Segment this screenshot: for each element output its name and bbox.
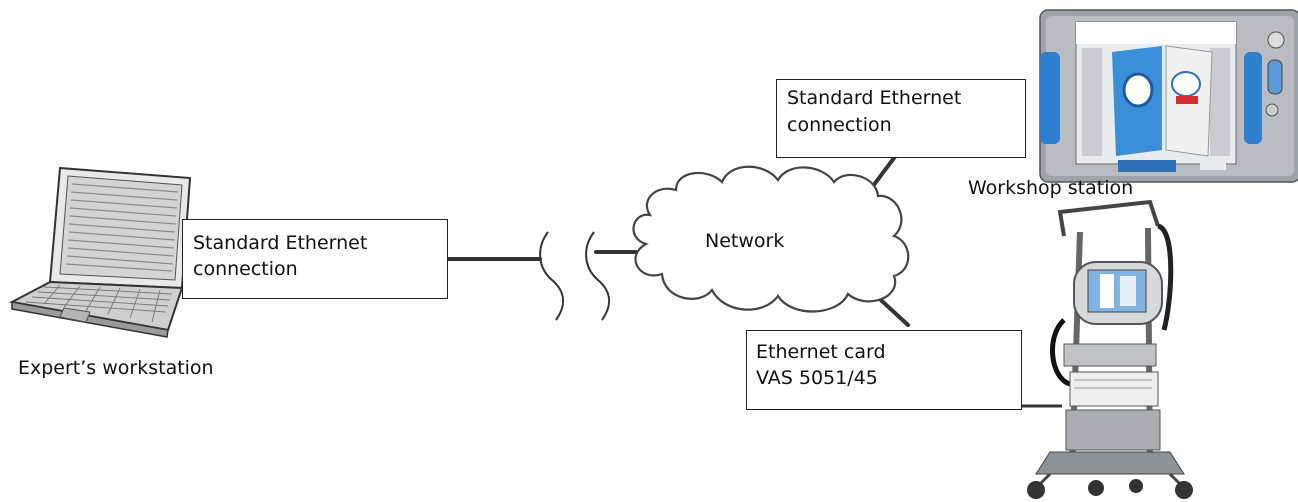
workshop-station-icon (1039, 9, 1298, 183)
station-connection-line1: Standard Ethernet (787, 87, 962, 109)
line-break-symbol (539, 231, 610, 321)
station-connection-line2: connection (787, 114, 892, 136)
laptop-connection-line2: connection (193, 258, 298, 280)
diagnostic-cart-icon (1027, 199, 1193, 499)
card-label-line2: VAS 5051/45 (756, 367, 878, 389)
card-label: Ethernet card VAS 5051/45 (746, 330, 1022, 410)
laptop-icon (8, 166, 192, 338)
expert-workstation-label: Expert’s workstation (18, 357, 214, 379)
workshop-station-label: Workshop station (968, 177, 1134, 199)
station-connection-label: Standard Ethernet connection (776, 79, 1026, 158)
network-label: Network (705, 230, 785, 252)
laptop-connection-label: Standard Ethernet connection (182, 219, 448, 299)
laptop-connection-line1: Standard Ethernet (193, 232, 368, 254)
network-cloud-icon (632, 165, 910, 313)
card-label-line1: Ethernet card (756, 341, 886, 363)
